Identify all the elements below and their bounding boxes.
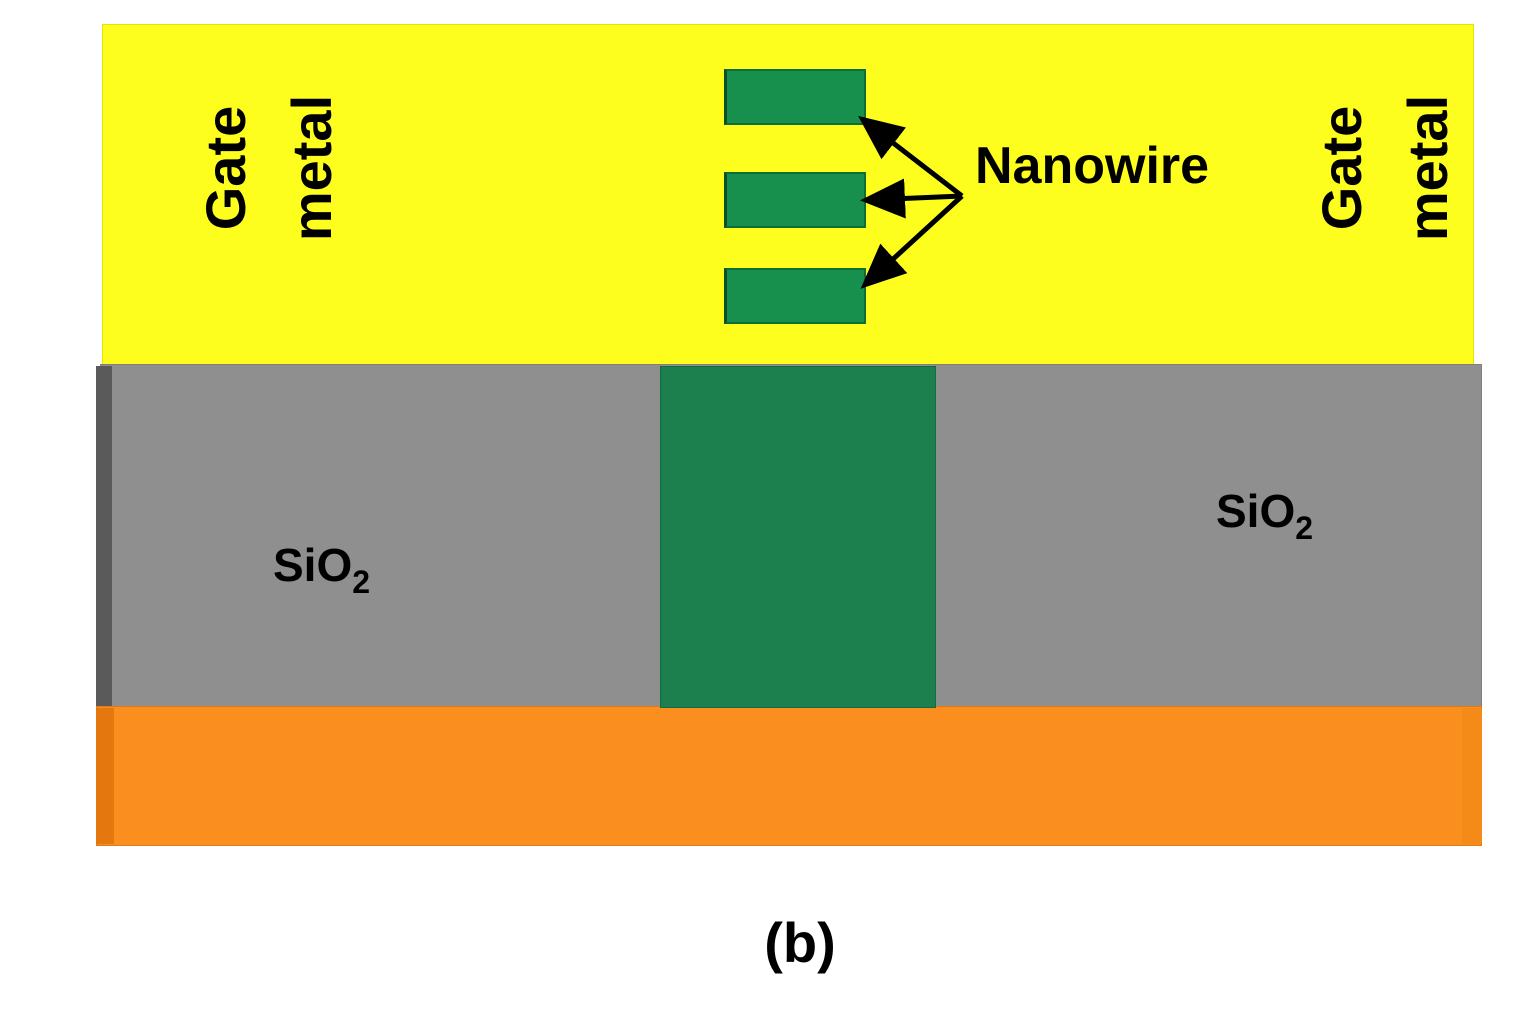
oxide-edge [96, 366, 112, 706]
oxide-label-left: SiO2 [273, 539, 371, 600]
gate-metal-right-line1: Gate [1310, 105, 1373, 231]
channel-fin [660, 366, 936, 708]
oxide-label-right: SiO2 [1216, 485, 1314, 546]
nanowire-top [724, 69, 866, 125]
gate-metal-left-line2: metal [280, 94, 343, 242]
substrate-layer [96, 706, 1482, 846]
gate-metal-right-line2: metal [1396, 94, 1459, 242]
figure-caption: (b) [764, 911, 836, 974]
nanowire-bottom [724, 268, 866, 324]
nanowire-middle [724, 172, 866, 228]
substrate-edge-left [96, 708, 114, 844]
gate-metal-left-line1: Gate [194, 105, 257, 231]
nanowire-label: Nanowire [975, 137, 1210, 195]
substrate-edge-right [1462, 708, 1482, 844]
